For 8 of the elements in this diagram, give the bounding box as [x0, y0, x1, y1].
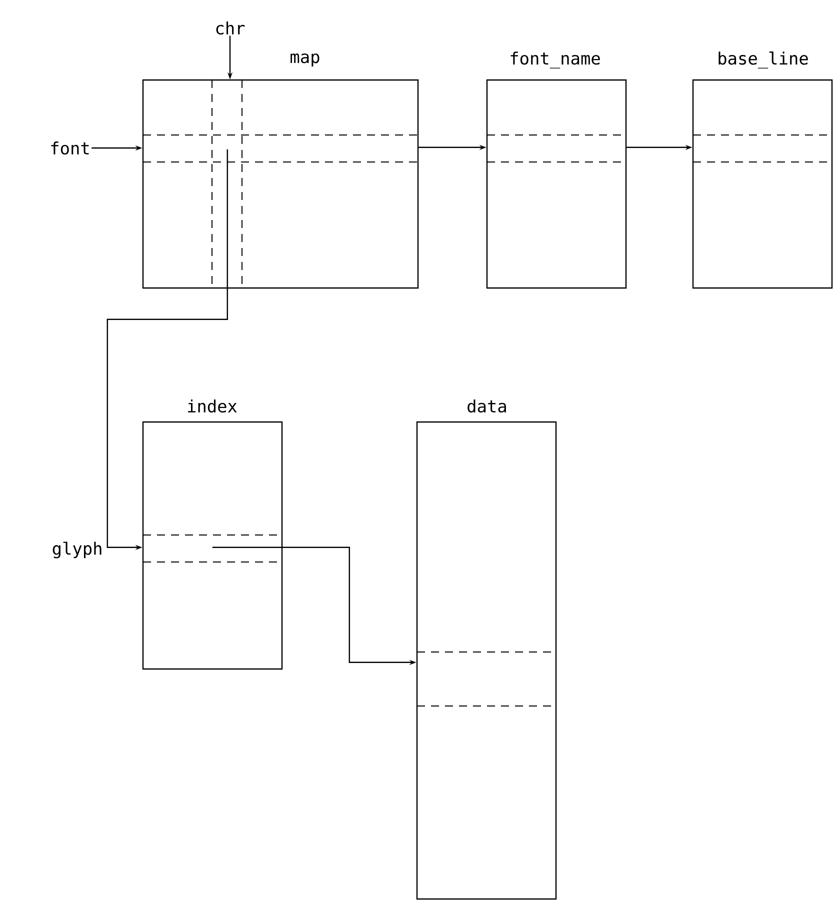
block-heading: index [188, 399, 237, 413]
variable-label: chr [216, 21, 245, 35]
block-heading: font_name [510, 52, 600, 68]
block-heading: map [290, 54, 320, 66]
variable-label: font [51, 141, 89, 155]
block-heading: data [468, 399, 506, 413]
block-heading: base_line [718, 52, 808, 68]
edge-label: glyph [50, 540, 104, 560]
